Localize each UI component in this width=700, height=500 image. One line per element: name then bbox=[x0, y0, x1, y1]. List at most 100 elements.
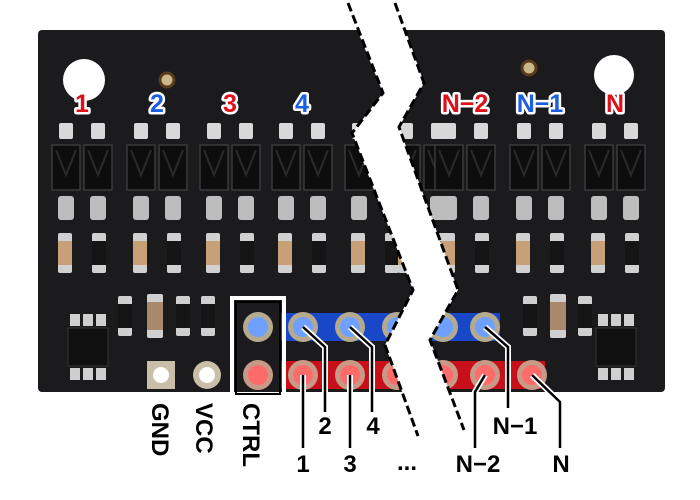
leader-line bbox=[484, 326, 510, 408]
phototransistor-pad bbox=[623, 196, 639, 220]
phototransistor-pad bbox=[473, 196, 489, 220]
emitter-pad bbox=[517, 123, 531, 139]
vcc-pin bbox=[199, 367, 215, 383]
phototransistor-pad bbox=[165, 196, 181, 220]
phototransistor-pad bbox=[206, 196, 222, 220]
ic-pin bbox=[70, 314, 80, 326]
emitter-pad bbox=[59, 123, 73, 139]
via-right bbox=[520, 59, 538, 77]
sensor-label-n: N bbox=[606, 90, 624, 118]
ic-pin bbox=[611, 368, 621, 380]
ic-pin bbox=[70, 368, 80, 380]
phototransistor-pad bbox=[310, 196, 326, 220]
ic-pin bbox=[611, 314, 621, 326]
emitter-pad bbox=[431, 123, 445, 139]
sensor-window-bevel bbox=[470, 149, 492, 178]
ic-pin bbox=[96, 368, 106, 380]
sensor-window-bevel bbox=[235, 149, 257, 178]
ic-pin bbox=[598, 314, 608, 326]
phototransistor-pad bbox=[90, 196, 106, 220]
sensor-window-bevel bbox=[87, 149, 109, 178]
pin-label-n-2: N−2 bbox=[456, 451, 501, 478]
vcc-label: VCC bbox=[190, 403, 217, 454]
resistor-body bbox=[625, 241, 639, 265]
phototransistor-pad bbox=[441, 196, 457, 220]
gnd-pin bbox=[153, 367, 169, 383]
sensor-label-4: 4 bbox=[295, 90, 309, 118]
phototransistor-pad bbox=[516, 196, 532, 220]
ctrl-box bbox=[230, 296, 286, 400]
sensor-window-bevel bbox=[55, 149, 77, 178]
mounting-hole-left bbox=[63, 59, 105, 101]
via-left bbox=[158, 71, 176, 89]
emitter-pad bbox=[166, 123, 180, 139]
sensor-window-bevel bbox=[162, 149, 184, 178]
capacitor-body bbox=[351, 241, 365, 265]
sensor-label-3: 3 bbox=[223, 90, 237, 118]
resistor-body bbox=[578, 304, 592, 328]
regulator-ic bbox=[67, 327, 109, 367]
ic-pin bbox=[598, 368, 608, 380]
leader-line bbox=[302, 326, 327, 412]
emitter-pad bbox=[311, 123, 325, 139]
pin-label-3: 3 bbox=[343, 451, 356, 478]
ic-pin bbox=[96, 314, 106, 326]
sensor-label-2: 2 bbox=[150, 90, 164, 118]
resistor-body bbox=[240, 241, 254, 265]
capacitor-body bbox=[591, 241, 605, 265]
ic-pin bbox=[83, 368, 93, 380]
ic-pin bbox=[624, 368, 634, 380]
leader-line bbox=[349, 326, 374, 412]
emitter-pad bbox=[474, 123, 488, 139]
emitter-pad bbox=[239, 123, 253, 139]
sensor-window-bevel bbox=[130, 149, 152, 178]
sensor-label-n-1: N−1 bbox=[517, 90, 564, 118]
support-components bbox=[67, 294, 637, 380]
regulator-ic bbox=[595, 327, 637, 367]
ic-pin bbox=[83, 314, 93, 326]
emitter-pad bbox=[549, 123, 563, 139]
sensor-window-bevel bbox=[620, 149, 642, 178]
emitter-pad bbox=[279, 123, 293, 139]
break-line-right bbox=[393, 2, 466, 431]
resistor-body bbox=[475, 241, 489, 265]
sensor-label-1: 1 bbox=[75, 90, 89, 118]
emitter-pad bbox=[592, 123, 606, 139]
leader-lines bbox=[300, 324, 563, 448]
sensor-window-bevel bbox=[275, 149, 297, 178]
phototransistor-pad bbox=[133, 196, 149, 220]
pin-label-4: 4 bbox=[366, 413, 380, 440]
phototransistor-pad bbox=[58, 196, 74, 220]
emitter-pad bbox=[91, 123, 105, 139]
phototransistor-pad bbox=[278, 196, 294, 220]
capacitor-body bbox=[58, 241, 72, 265]
resistor-body bbox=[550, 241, 564, 265]
emitter-pad bbox=[134, 123, 148, 139]
pin-label-ellipsis: ... bbox=[397, 449, 417, 476]
resistor-body bbox=[167, 241, 181, 265]
leader-line bbox=[531, 374, 562, 448]
resistor-body bbox=[385, 241, 399, 265]
sensor-window-bevel bbox=[588, 149, 610, 178]
resistor-body bbox=[92, 241, 106, 265]
capacitor-body bbox=[278, 241, 292, 265]
break-line-left bbox=[346, 2, 420, 437]
capacitor-body bbox=[133, 241, 147, 265]
resistor-body bbox=[523, 304, 537, 328]
phototransistor-pad bbox=[591, 196, 607, 220]
sensor-window-bevel bbox=[307, 149, 329, 178]
capacitor-body bbox=[206, 241, 220, 265]
ic-pin bbox=[624, 314, 634, 326]
resistor-body bbox=[118, 304, 132, 328]
pin-label-n-1: N−1 bbox=[493, 413, 538, 440]
sensor-window-bevel bbox=[513, 149, 535, 178]
odd-pin bbox=[248, 365, 268, 385]
sensor-window-bevel bbox=[545, 149, 567, 178]
capacitor-body bbox=[516, 241, 530, 265]
phototransistor-pad bbox=[238, 196, 254, 220]
emitter-pad bbox=[207, 123, 221, 139]
sensor-label-n-2: N−2 bbox=[442, 90, 489, 118]
even-pin bbox=[248, 317, 268, 337]
